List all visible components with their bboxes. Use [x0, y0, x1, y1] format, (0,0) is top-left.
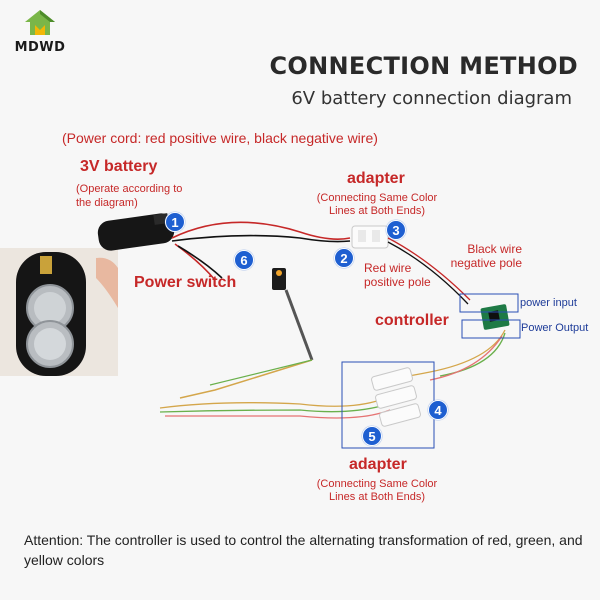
- battery-sublabel: (Operate according to the diagram): [76, 183, 183, 209]
- logo-mark-icon: [25, 10, 55, 35]
- controller-label: controller: [375, 312, 449, 329]
- power-wires: [171, 221, 351, 281]
- step-badge-2: 2: [334, 248, 354, 268]
- battery-holder-image: [0, 248, 118, 376]
- step-badge-3: 3: [386, 220, 406, 240]
- controller-outline-boxes: [459, 293, 521, 339]
- top-adapter: [351, 225, 389, 249]
- black-wire-label: Black wire negative pole: [450, 242, 522, 270]
- step-badge-6: 6: [234, 250, 254, 270]
- battery-box: [97, 213, 175, 251]
- power-cord-note: (Power cord: red positive wire, black ne…: [62, 130, 378, 146]
- switch-post: [179, 268, 314, 399]
- controller-wires: [159, 237, 506, 419]
- step-badge-5: 5: [362, 426, 382, 446]
- page-subtitle: 6V battery connection diagram: [291, 88, 572, 109]
- bottom-adapters: [341, 361, 435, 449]
- power-switch-label: Power switch: [134, 274, 237, 291]
- red-wire-label: Red wire positive pole: [364, 261, 431, 289]
- brand-logo: MDWD: [8, 8, 72, 55]
- battery-holder-photo: [0, 248, 118, 376]
- controller-board: [480, 304, 510, 330]
- adapter-bottom-label: adapter: [349, 456, 407, 473]
- step-badge-4: 4: [428, 400, 448, 420]
- power-input-label: power input: [520, 297, 577, 309]
- power-output-label: Power Output: [521, 322, 589, 334]
- step-badge-1: 1: [165, 212, 185, 232]
- adapter-top-label: adapter: [347, 170, 405, 187]
- attention-note: Attention: The controller is used to con…: [24, 532, 583, 568]
- page-title: CONNECTION METHOD: [269, 52, 578, 80]
- adapter-bottom-sublabel: (Connecting Same Color Lines at Both End…: [316, 478, 438, 503]
- logo-text: MDWD: [14, 40, 66, 55]
- battery-label: 3V battery: [80, 158, 158, 175]
- adapter-top-sublabel: (Connecting Same Color Lines at Both End…: [316, 192, 438, 217]
